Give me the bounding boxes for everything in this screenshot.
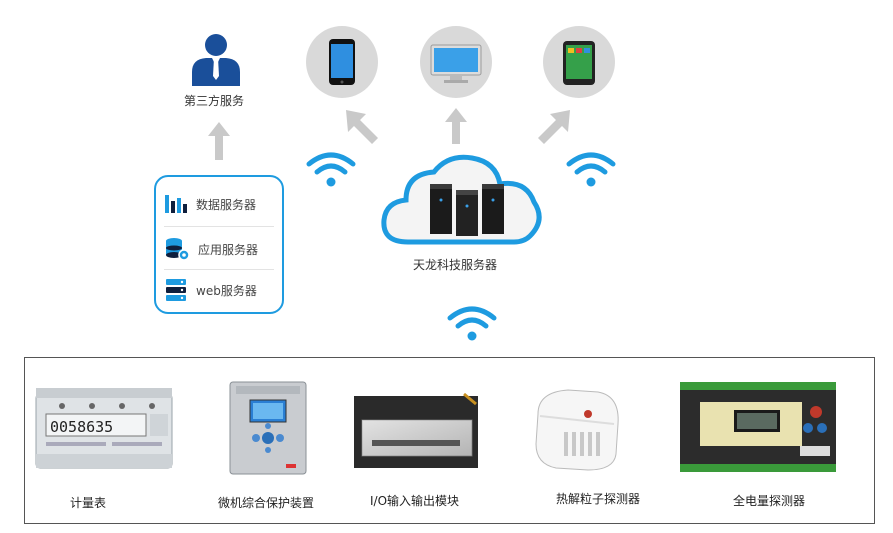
person-icon [192, 34, 240, 86]
server-row-web: web服务器 [164, 275, 274, 305]
energy-meter-image: 0058635 [35, 388, 173, 469]
io-module-image [354, 392, 478, 468]
wifi-icon-left [306, 152, 356, 187]
svg-text:0058635: 0058635 [50, 418, 113, 436]
server-stack-icon [166, 279, 186, 301]
device-label-particle: 热解粒子探测器 [556, 492, 641, 506]
server-row-app: 应用服务器 [164, 234, 274, 264]
server-label-app: 应用服务器 [198, 242, 259, 257]
protection-relay-image [229, 381, 307, 475]
arrow-diag-right-icon [538, 110, 570, 144]
server-label-data: 数据服务器 [196, 197, 257, 212]
wifi-icon-right [566, 152, 616, 187]
third-party-label: 第三方服务 [184, 94, 245, 108]
desktop-monitor-icon [430, 44, 482, 83]
device-label-io: I/O输入输出模块 [370, 494, 460, 508]
arrow-up-icon [208, 122, 230, 160]
cloud-server-label: 天龙科技服务器 [413, 258, 498, 272]
smartphone-icon [329, 39, 355, 85]
particle-detector-image [535, 389, 619, 471]
divider [164, 269, 274, 270]
device-label-power: 全电量探测器 [733, 494, 806, 508]
arrow-up-center-icon [445, 108, 467, 144]
arrow-diag-left-icon [346, 110, 378, 144]
server-panel: 数据服务器 应用服务器 web服务器 [154, 175, 284, 314]
database-gear-icon [166, 238, 190, 261]
server-row-data: 数据服务器 [164, 189, 274, 219]
wifi-icon-bottom [447, 306, 497, 341]
cloud-server-icon [381, 154, 542, 245]
device-label-meter: 计量表 [70, 496, 107, 510]
power-detector-image [680, 382, 836, 472]
divider [164, 226, 274, 227]
server-label-web: web服务器 [196, 283, 257, 298]
device-label-protection: 微机综合保护装置 [218, 496, 315, 510]
tablet-icon [563, 41, 595, 85]
bar-chart-icon [165, 195, 187, 213]
